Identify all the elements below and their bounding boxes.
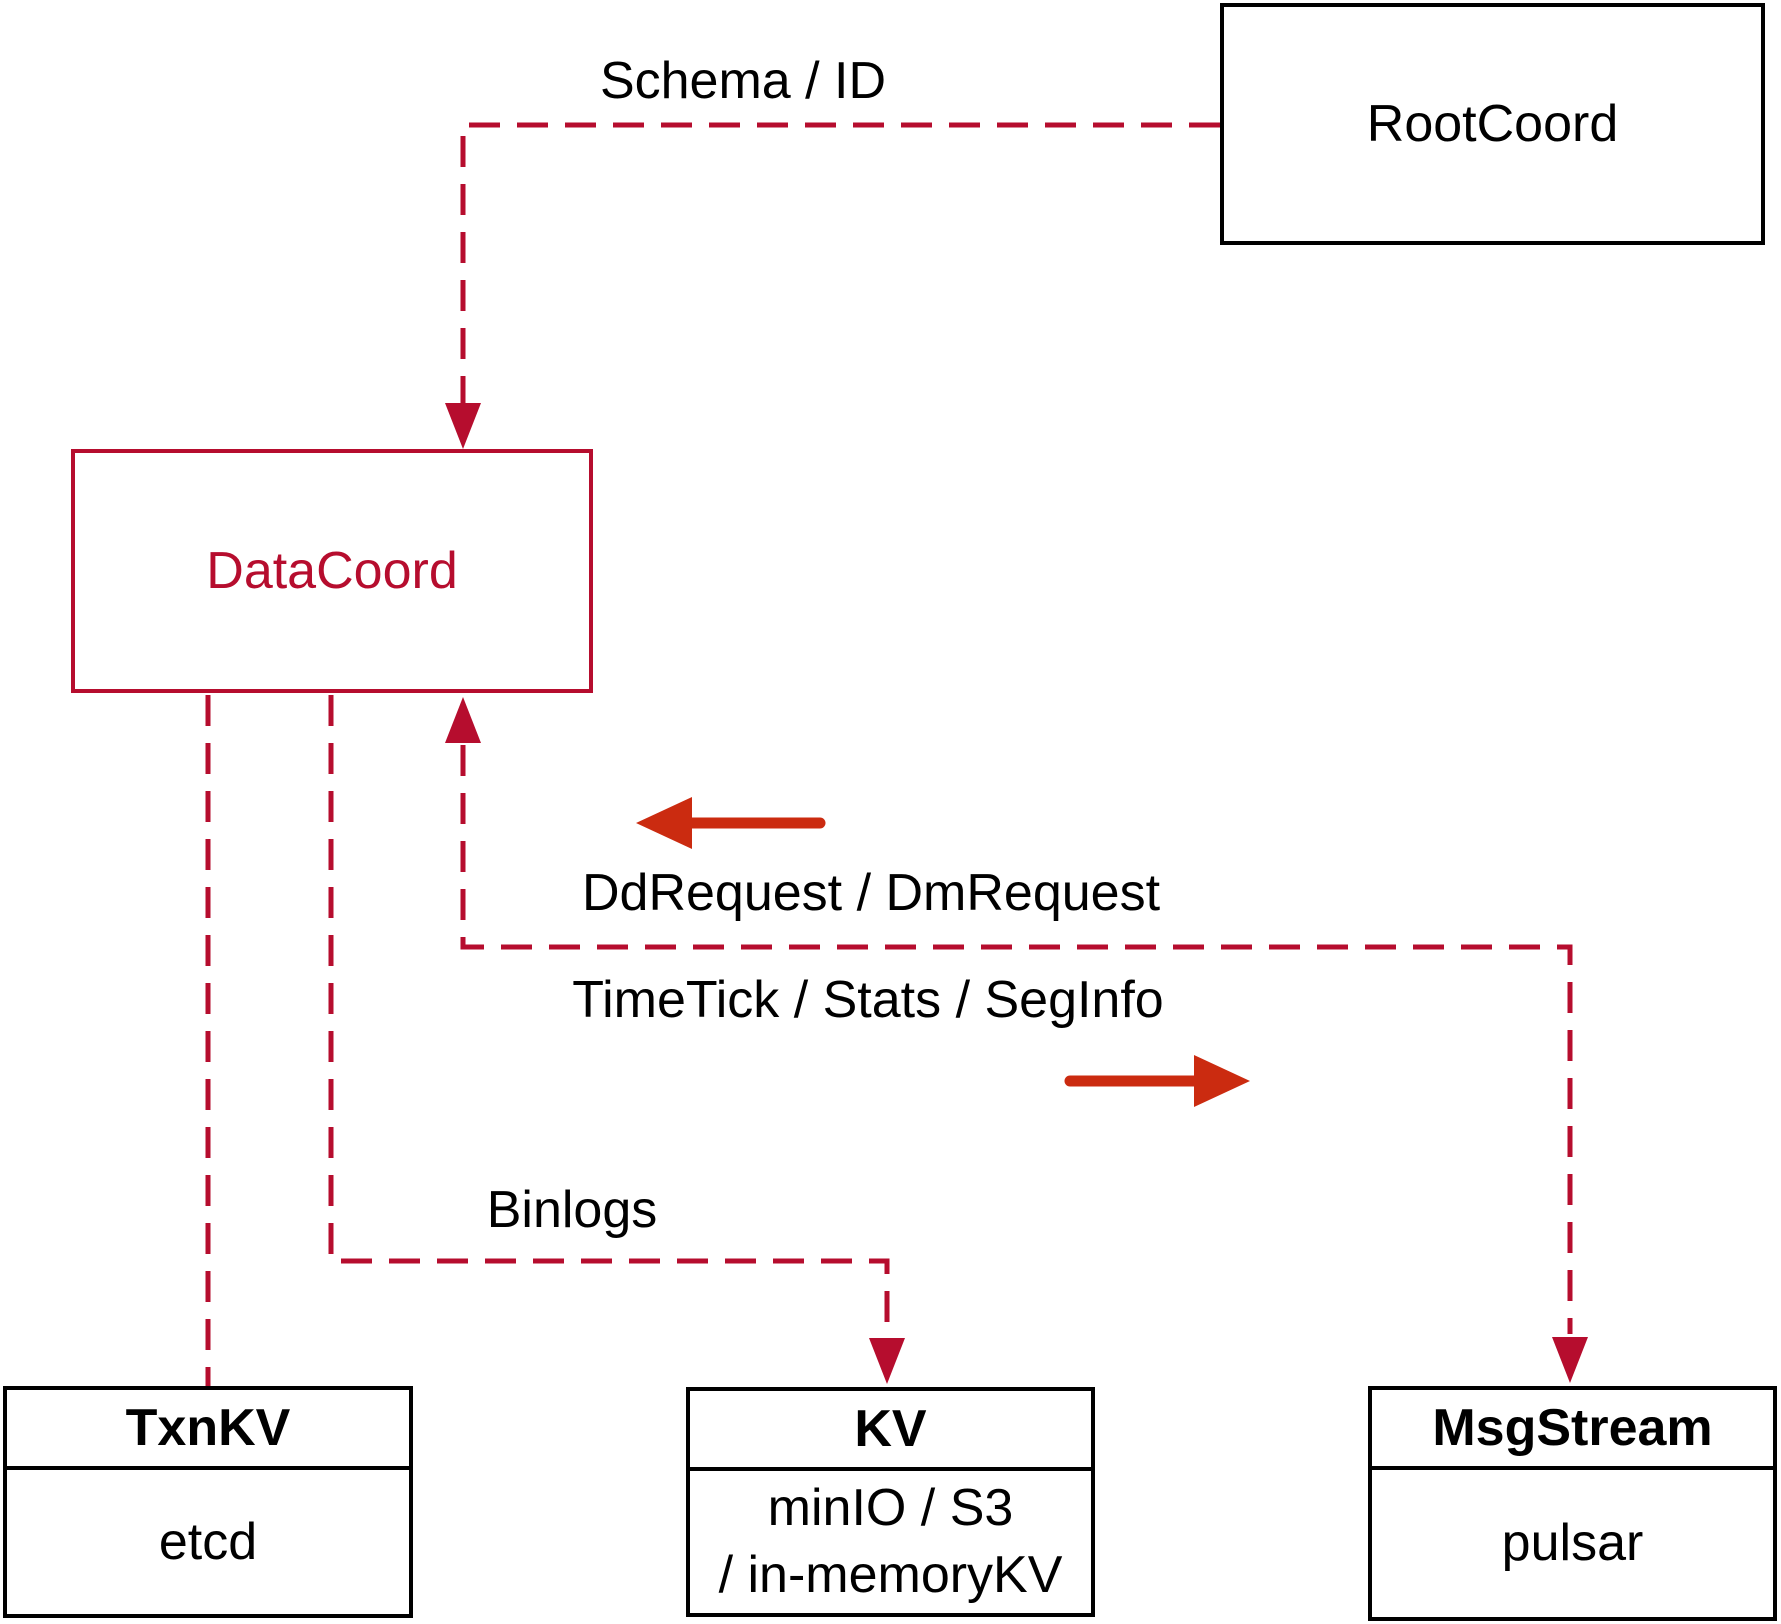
edge-label-ddrequest-dmrequest: DdRequest / DmRequest	[581, 864, 1161, 922]
datacoord-label: DataCoord	[206, 542, 458, 600]
flow-arrow-left-head	[636, 797, 692, 849]
edge-label-binlogs: Binlogs	[486, 1181, 658, 1239]
msgstream-title: MsgStream	[1372, 1390, 1773, 1470]
msgstream-body-text: pulsar	[1501, 1514, 1644, 1572]
edge-request-arrowhead-up	[445, 697, 481, 743]
node-datacoord: DataCoord	[71, 449, 593, 693]
node-txnkv: TxnKV etcd	[3, 1386, 413, 1618]
txnkv-body: etcd	[7, 1470, 409, 1614]
node-msgstream: MsgStream pulsar	[1368, 1386, 1777, 1621]
node-rootcoord: RootCoord	[1220, 3, 1765, 245]
txnkv-body-text: etcd	[158, 1512, 258, 1571]
edge-msgstream-arrowhead-down	[1552, 1337, 1588, 1383]
edge-schema-id-arrowhead-down	[445, 403, 481, 449]
kv-title: KV	[690, 1391, 1091, 1471]
edge-request-line	[460, 745, 1573, 1334]
edge-label-timetick-stats-seginfo: TimeTick / Stats / SegInfo	[572, 971, 1164, 1029]
kv-body-line2: / in-memoryKV	[718, 1546, 1063, 1604]
edge-label-schema-id: Schema / ID	[599, 52, 887, 110]
flow-arrow-right-head	[1194, 1055, 1250, 1107]
edge-binlogs-arrowhead-down	[869, 1338, 905, 1384]
edge-schema-id-line	[460, 122, 1220, 441]
msgstream-body: pulsar	[1372, 1470, 1773, 1617]
kv-body-line1: minIO / S3	[767, 1479, 1014, 1537]
kv-body: minIO / S3 / in-memoryKV	[690, 1471, 1091, 1613]
rootcoord-label: RootCoord	[1366, 95, 1619, 153]
txnkv-title: TxnKV	[7, 1390, 409, 1470]
node-kv: KV minIO / S3 / in-memoryKV	[686, 1387, 1095, 1617]
